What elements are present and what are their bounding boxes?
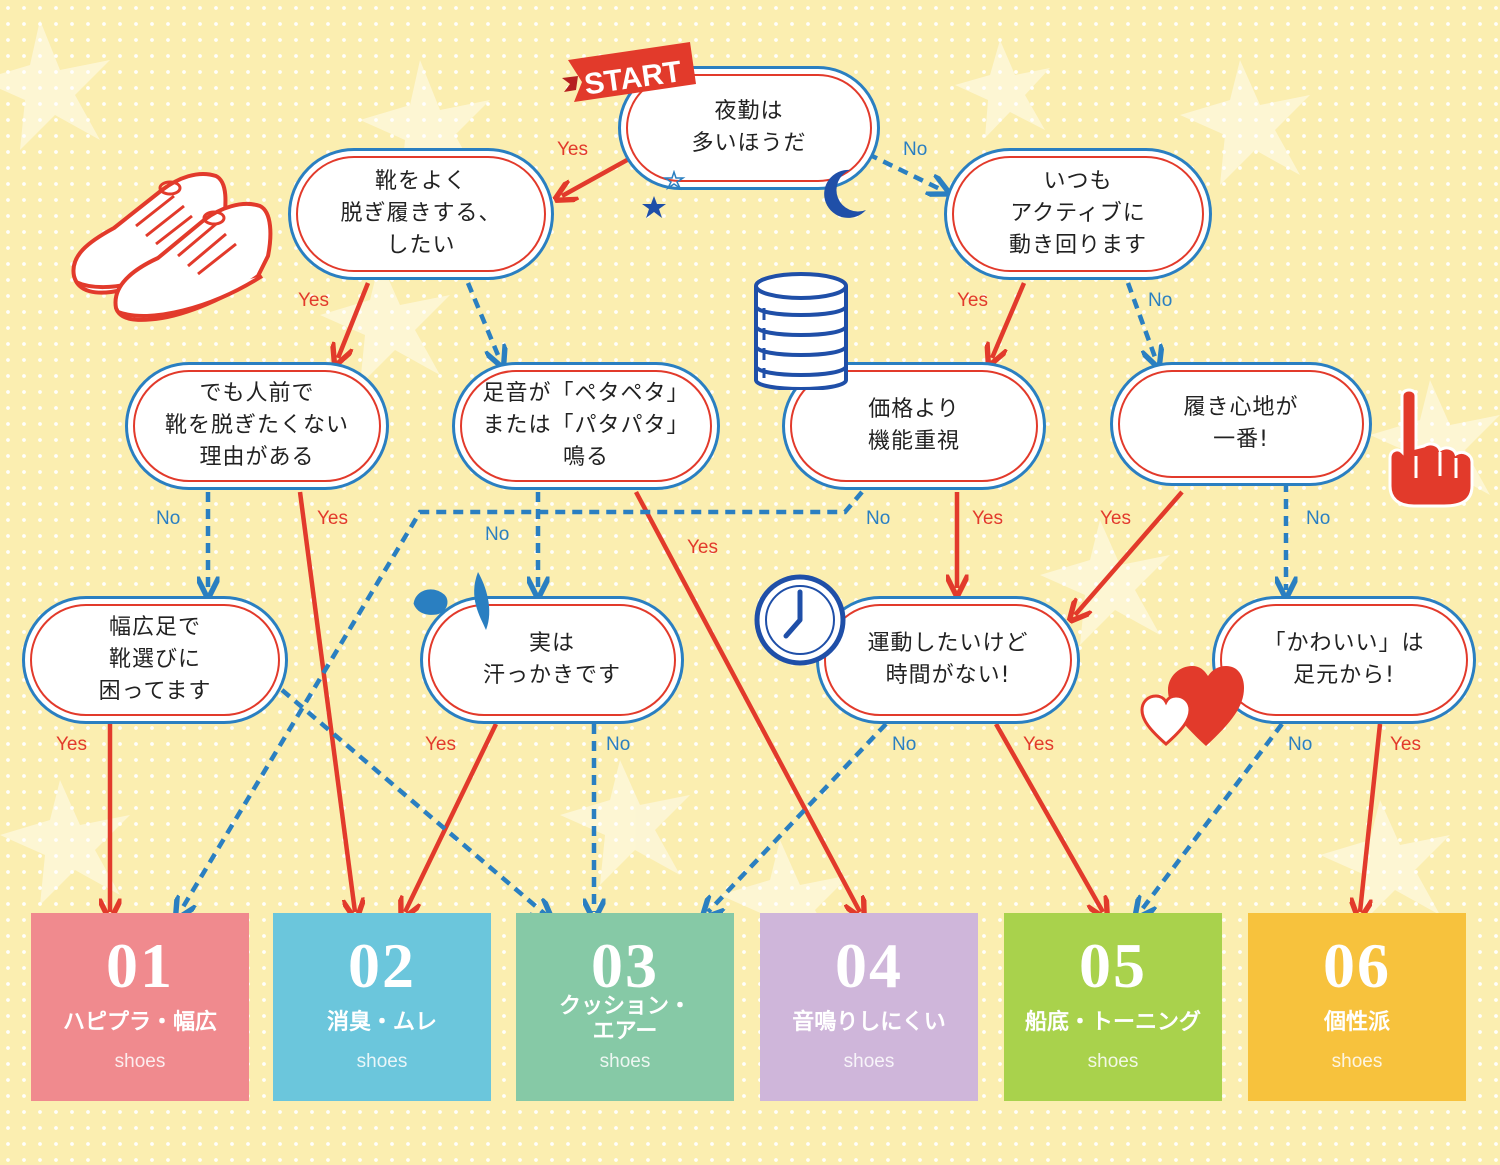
label-yes-q3d: Yes	[1100, 508, 1131, 529]
label-no-q2b: No	[1148, 290, 1173, 311]
result-01-shoes: shoes	[114, 1051, 166, 1072]
result-03: 03 クッション・ エアー shoes	[516, 913, 734, 1101]
label-yes-q4d: Yes	[1390, 734, 1421, 755]
arrow-yes-q2b-q3c	[992, 282, 1027, 358]
arrow-no-q2b-q3d	[1125, 282, 1156, 360]
arrow-no-q4d-r05	[1140, 722, 1284, 912]
label-yes-q4c: Yes	[1023, 734, 1054, 755]
label-no-q3b: No	[485, 524, 510, 545]
moon-icon	[824, 169, 866, 218]
arrow-no-q3c-r01	[180, 490, 864, 912]
arrow-no-q2a-q3b	[465, 282, 500, 360]
result-01-number: 01	[106, 930, 174, 1001]
question-comfort-first-text: 履き心地が 一番!	[1118, 370, 1364, 478]
coin-stack-icon	[754, 272, 848, 390]
sneakers-icon	[71, 171, 273, 322]
arrow-yes-q3d-q4c	[1075, 490, 1184, 615]
question-footsteps: 足音が「ペタペタ」 または「パタパタ」 鳴る	[452, 362, 720, 490]
arrow-yes-q3b-r04	[634, 490, 860, 912]
question-night-shift-text: 夜勤は 多いほうだ	[626, 74, 872, 182]
arrow-yes-q3a-r02	[297, 491, 355, 912]
label-yes-q3a: Yes	[317, 508, 348, 529]
label-yes-q3b: Yes	[687, 537, 718, 558]
question-wide-feet-text: 幅広足で 靴選びに 困ってます	[30, 604, 280, 716]
question-active-text: いつも アクティブに 動き回ります	[952, 156, 1204, 272]
arrow-no-q4c-r03	[708, 722, 888, 912]
arrow-yes-q1-q2a	[562, 152, 640, 196]
question-sweaty-text: 実は 汗っかきです	[428, 604, 676, 716]
result-05: 05 船底・トーニング shoes	[1004, 913, 1222, 1101]
sweat-drops-icon	[413, 572, 490, 630]
label-yes-q2b: Yes	[957, 290, 988, 311]
question-hide-feet-text: でも人前で 靴を脱ぎたくない 理由がある	[133, 370, 381, 482]
result-04-shoes: shoes	[843, 1051, 895, 1072]
question-cute-feet-text: 「かわいい」は 足元から!	[1220, 604, 1468, 716]
question-no-time-exercise: 運動したいけど 時間がない!	[816, 596, 1080, 724]
arrow-no-q4a-r03	[280, 688, 546, 915]
pointing-hand-icon	[1388, 388, 1474, 508]
result-02-number: 02	[348, 930, 416, 1001]
result-05-shoes: shoes	[1087, 1051, 1139, 1072]
result-04: 04 音鳴りしにくい shoes	[760, 913, 978, 1101]
result-03-number: 03	[591, 930, 659, 1001]
question-no-time-exercise-text: 運動したいけど 時間がない!	[824, 604, 1072, 716]
result-04-name: 音鳴りしにくい	[792, 1010, 946, 1035]
star-icon	[642, 170, 686, 218]
question-active: いつも アクティブに 動き回ります	[944, 148, 1212, 280]
result-05-number: 05	[1079, 930, 1147, 1001]
arrow-yes-q4b-r02	[405, 723, 499, 912]
arrow-yes-q2a-q3a	[338, 282, 371, 358]
label-no-q4c: No	[892, 734, 917, 755]
label-no-q4d: No	[1288, 734, 1313, 755]
result-01-name: ハピプラ・幅広	[62, 1010, 217, 1035]
clock-icon	[754, 574, 846, 666]
label-yes-q4a: Yes	[56, 734, 87, 755]
result-02: 02 消臭・ムレ shoes	[273, 913, 491, 1101]
label-no-q3a: No	[156, 508, 181, 529]
question-sweaty: 実は 汗っかきです	[420, 596, 684, 724]
arrow-no-q1-q2b	[867, 151, 942, 190]
label-yes-q1: Yes	[557, 139, 588, 160]
label-no-q1: No	[903, 139, 928, 160]
result-06-shoes: shoes	[1331, 1051, 1383, 1072]
arrow-yes-q4d-r06	[1360, 723, 1383, 912]
result-03-name: クッション・ エアー	[558, 994, 691, 1044]
result-01: 01 ハピプラ・幅広 shoes	[31, 913, 249, 1101]
label-yes-q4b: Yes	[425, 734, 456, 755]
result-06: 06 個性派 shoes	[1248, 913, 1466, 1101]
hearts-icon	[1140, 666, 1244, 746]
question-take-off-shoes: 靴をよく 脱ぎ履きする、 したい	[288, 148, 554, 280]
question-footsteps-text: 足音が「ペタペタ」 または「パタパタ」 鳴る	[460, 370, 712, 482]
label-yes-q2a: Yes	[298, 290, 329, 311]
question-hide-feet: でも人前で 靴を脱ぎたくない 理由がある	[125, 362, 389, 490]
label-no-q4b: No	[606, 734, 631, 755]
result-02-name: 消臭・ムレ	[326, 1010, 437, 1035]
result-03-shoes: shoes	[599, 1051, 651, 1072]
question-function-over-price-text: 価格より 機能重視	[790, 370, 1038, 482]
result-06-name: 個性派	[1323, 1010, 1390, 1035]
question-wide-feet: 幅広足で 靴選びに 困ってます	[22, 596, 288, 724]
result-06-number: 06	[1323, 930, 1391, 1001]
label-no-q3c: No	[866, 508, 891, 529]
result-04-number: 04	[835, 930, 903, 1001]
question-take-off-shoes-text: 靴をよく 脱ぎ履きする、 したい	[296, 156, 546, 272]
result-05-name: 船底・トーニング	[1024, 1010, 1201, 1035]
question-cute-feet: 「かわいい」は 足元から!	[1212, 596, 1476, 724]
question-comfort-first: 履き心地が 一番!	[1110, 362, 1372, 486]
result-02-shoes: shoes	[356, 1051, 408, 1072]
label-yes-q3c: Yes	[972, 508, 1003, 529]
arrow-yes-q4c-r05	[994, 722, 1103, 912]
label-no-q3d: No	[1306, 508, 1331, 529]
start-flag: START	[562, 42, 696, 102]
